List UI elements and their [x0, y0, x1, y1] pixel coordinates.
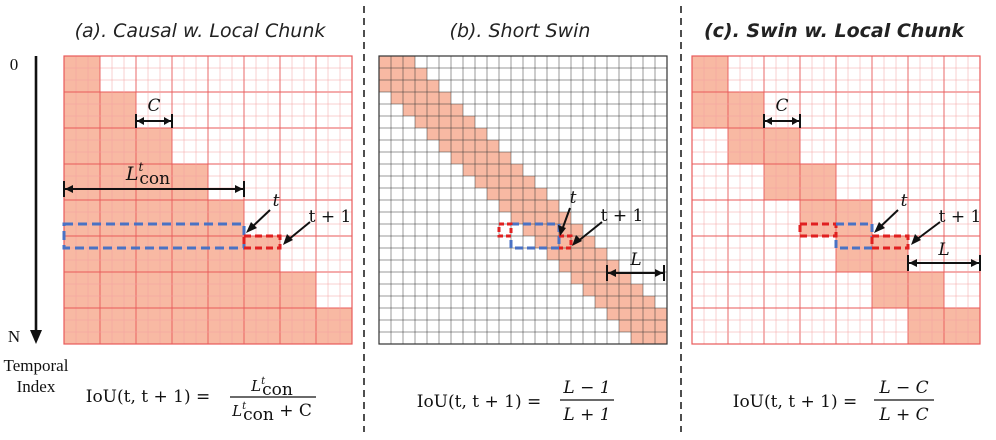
mask-row — [559, 260, 619, 272]
panel-b-length-label: L — [629, 250, 641, 270]
mask-row — [64, 56, 100, 68]
panel-b-formula-num: L − 1 — [562, 378, 610, 398]
panel-b-red-window-right — [559, 234, 573, 250]
mask-row — [692, 56, 728, 68]
panel-a-formula-num: Ltcon — [250, 376, 293, 400]
mask-row — [607, 308, 667, 320]
mask-row — [451, 152, 511, 164]
panel-c-length-label: L — [937, 240, 949, 260]
panel-b-t1-label: t + 1 — [601, 206, 644, 226]
panel-a-formula: IoU(t, t + 1) = Ltcon Ltcon + C — [86, 376, 316, 425]
panel-a-chunk-label: C — [147, 96, 160, 116]
panel-c-red-window-left — [798, 222, 838, 238]
panel-a-t1-label: t + 1 — [309, 207, 352, 227]
mask-row — [427, 128, 487, 140]
panel-b-border — [378, 55, 668, 345]
mask-row — [64, 128, 172, 140]
mask-row — [391, 92, 451, 104]
mask-row — [64, 284, 316, 296]
axis-name-line1: Temporal — [4, 356, 69, 375]
mask-row — [64, 200, 244, 212]
panel-c-red-window-right — [870, 234, 910, 250]
panel-a-grid — [64, 56, 352, 344]
mask-row — [415, 116, 475, 128]
panel-a-t-arrow: t — [246, 191, 280, 233]
mask-row — [64, 212, 244, 224]
mask-row — [487, 188, 547, 200]
temporal-axis: 0 N Temporal Index — [4, 55, 69, 396]
axis-name-line2: Index — [17, 377, 56, 396]
mask-row — [379, 56, 415, 68]
mask-row — [692, 68, 728, 80]
panel-a-t-label: t — [273, 191, 280, 211]
mask-row — [631, 332, 667, 344]
mask-row — [64, 152, 172, 164]
panel-c-formula-num: L − C — [878, 378, 928, 398]
mask-row — [692, 80, 728, 92]
mask-row — [64, 296, 316, 308]
panel-c-grid — [692, 56, 980, 344]
mask-row — [535, 236, 595, 248]
mask-row — [463, 164, 523, 176]
panel-b-t-label: t — [570, 188, 577, 208]
mask-row — [403, 104, 463, 116]
panel-c-t-arrow: t — [874, 191, 908, 233]
panel-b-formula-lhs: IoU(t, t + 1) = — [417, 392, 542, 412]
mask-row — [595, 296, 655, 308]
panel-a-title: (a). Causal w. Local Chunk — [75, 20, 327, 42]
panel-b-red-window-left — [497, 222, 513, 238]
panel-a-blue-window — [62, 222, 246, 250]
panel-c-formula: IoU(t, t + 1) = L − C L + C — [733, 378, 934, 425]
mask-row — [499, 200, 559, 212]
mask-row — [64, 140, 172, 152]
axis-arrow-head — [30, 330, 42, 344]
mask-row — [64, 272, 316, 284]
panel-c-t1-arrow: t + 1 — [911, 207, 981, 245]
mask-row — [475, 176, 535, 188]
panel-a-t1-arrow: t + 1 — [283, 207, 351, 245]
panel-b-t-arrow: t — [558, 188, 577, 236]
mask-row — [64, 80, 100, 92]
mask-row — [547, 248, 607, 260]
panel-c-title: (c). Swin w. Local Chunk — [704, 20, 965, 42]
panel-b-length-marker: L — [606, 250, 665, 281]
mask-row — [439, 140, 499, 152]
mask-row — [523, 224, 583, 236]
panel-a-formula-lhs: IoU(t, t + 1) = — [86, 387, 211, 407]
mask-row — [511, 212, 571, 224]
axis-end-label: N — [8, 327, 20, 346]
panel-c: C t t + 1 L IoU(t, t + 1) = — [691, 55, 981, 425]
panel-b-t1-arrow: t + 1 — [572, 206, 643, 246]
panel-a-chunk-marker: C — [135, 96, 173, 128]
panel-c-formula-lhs: IoU(t, t + 1) = — [733, 392, 858, 412]
panel-b-grid — [379, 56, 667, 344]
panel-c-chunk-label: C — [775, 96, 788, 116]
panel-c-formula-den: L + C — [878, 405, 928, 425]
panel-b-title: (b). Short Swin — [450, 20, 591, 42]
panel-c-border — [691, 55, 981, 345]
axis-start-label: 0 — [10, 55, 19, 74]
panel-a-border — [63, 55, 353, 345]
panel-a-formula-den: Ltcon + C — [231, 401, 312, 425]
panel-b-fill — [379, 56, 667, 344]
mask-row — [64, 224, 244, 236]
panel-c-length-marker: L — [907, 240, 981, 271]
panel-a-red-window — [242, 234, 282, 250]
mask-row — [583, 284, 643, 296]
panel-b: L t t + 1 IoU(t, t + 1) = L − 1 L + 1 — [378, 55, 668, 425]
panel-c-chunk-marker: C — [763, 96, 801, 128]
mask-row — [64, 68, 100, 80]
panel-b-formula: IoU(t, t + 1) = L − 1 L + 1 — [417, 378, 614, 425]
mask-row — [379, 80, 439, 92]
panel-c-t1-label: t + 1 — [939, 207, 982, 227]
panel-c-t-label: t — [901, 191, 908, 211]
panel-b-formula-den: L + 1 — [562, 405, 610, 425]
